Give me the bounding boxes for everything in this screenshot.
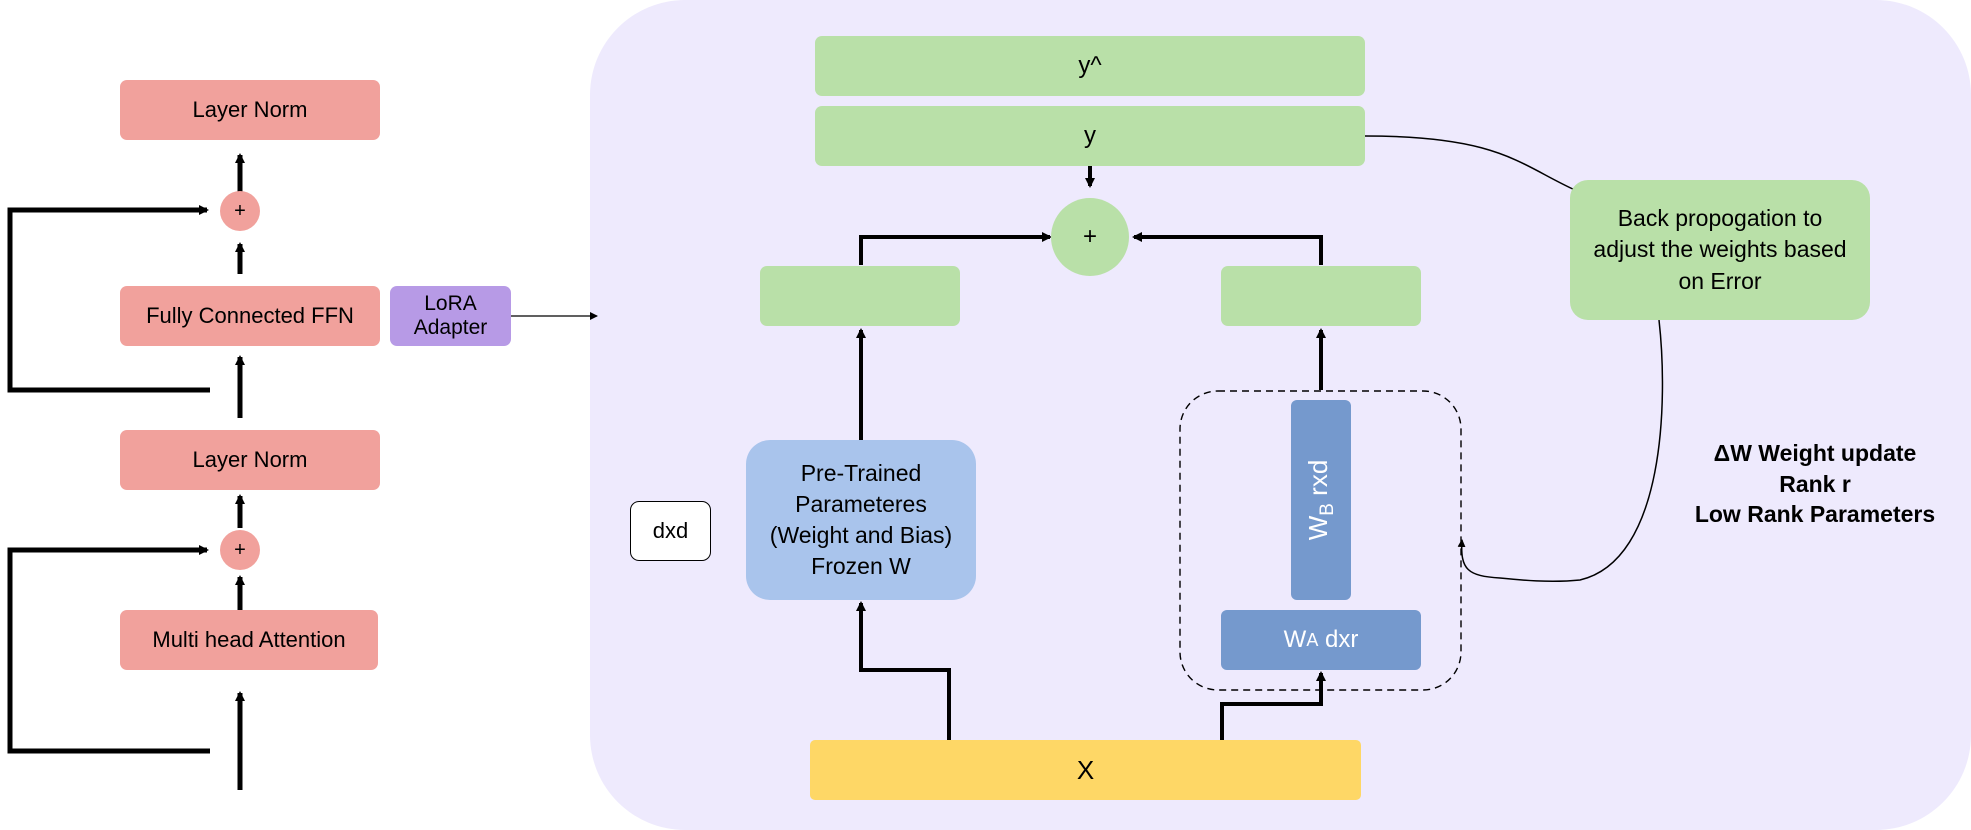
arrow-x-to-wa [1220, 671, 1326, 740]
weight-b-label: WB rxd [1303, 460, 1339, 541]
input-x: X [810, 740, 1361, 800]
low-rank-note: ΔW Weight update Rank r Low Rank Paramet… [1665, 436, 1965, 532]
attention-block: Multi head Attention [120, 610, 378, 670]
pretrained-weights-block: Pre-Trained Parameteres (Weight and Bias… [746, 440, 976, 600]
low-rank-group-border [1179, 390, 1462, 691]
backprop-box: Back propogation to adjust the weights b… [1570, 180, 1870, 320]
arrow-left-to-sum [859, 232, 1052, 265]
weight-b-main: W [1302, 515, 1333, 541]
pretrained-line-3: (Weight and Bias) [769, 522, 953, 548]
weight-b-block: WB rxd [1291, 400, 1351, 600]
layer-norm-top: Layer Norm [120, 80, 380, 140]
arrow-x-to-pretrained [856, 601, 951, 740]
adapter-line-1: LoRA [424, 291, 477, 315]
weight-a-suffix: dxr [1318, 626, 1359, 653]
residual-top [7, 205, 210, 393]
lora-adapter-block: LoRA Adapter [390, 286, 511, 346]
weight-a-sub: A [1306, 629, 1319, 650]
pretrained-line-1: Pre-Trained [800, 459, 922, 486]
note-line-1: ΔW Weight update [1713, 440, 1917, 467]
backprop-line-2: adjust the weights based [1593, 236, 1847, 263]
line-y-to-backprop [1364, 135, 1576, 191]
layer-norm-bottom: Layer Norm [120, 430, 380, 490]
y-hat-output: y^ [815, 36, 1365, 96]
dimension-label: dxd [630, 501, 711, 561]
residual-add-bottom: + [220, 530, 260, 570]
ffn-block: Fully Connected FFN [120, 286, 380, 346]
residual-bottom [7, 545, 210, 754]
pretrained-line-4: Frozen W [811, 553, 911, 580]
weight-b-suffix: rxd [1302, 459, 1333, 504]
weight-b-sub: B [1317, 503, 1339, 516]
residual-add-top: + [220, 191, 260, 231]
y-output: y [815, 106, 1365, 166]
pretrained-output [760, 266, 960, 326]
lora-output [1221, 266, 1421, 326]
note-line-3: Low Rank Parameters [1694, 501, 1936, 528]
backprop-line-1: Back propogation to [1617, 205, 1823, 232]
note-line-2: Rank r [1779, 470, 1851, 497]
sum-node: + [1051, 198, 1129, 276]
pretrained-line-2: Parameteres [795, 490, 927, 517]
adapter-line-2: Adapter [413, 316, 488, 339]
arrow-right-to-sum [1132, 232, 1323, 265]
line-backprop-to-weights [1457, 319, 1664, 583]
backprop-line-3: on Error [1678, 267, 1762, 294]
weight-a-main: W [1283, 626, 1307, 653]
